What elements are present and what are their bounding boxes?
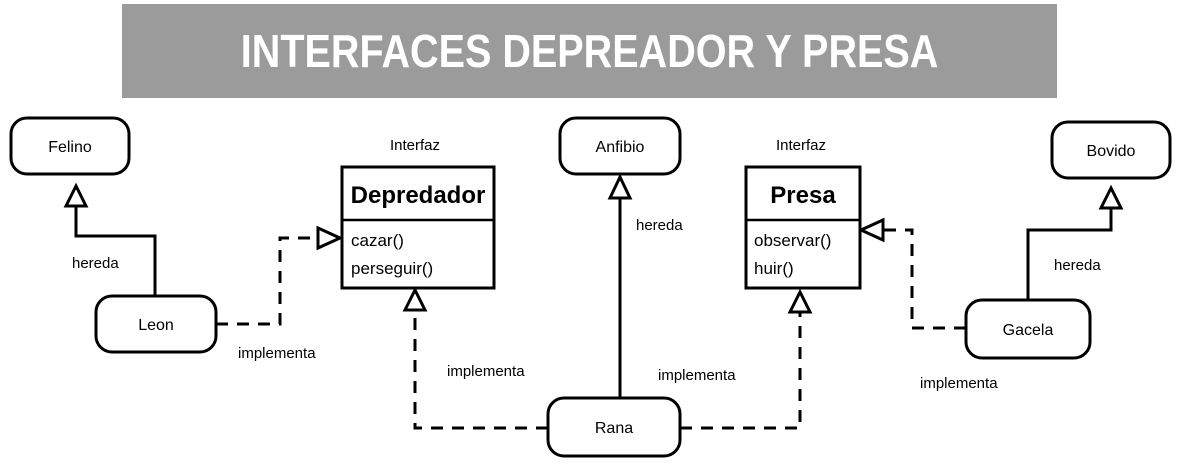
edge-leon-implementa-depredador: [216, 236, 318, 326]
edge-rana-implementa-presa: [680, 312, 802, 430]
class-gacela: Gacela: [964, 298, 1092, 360]
presa-name: Presa: [770, 182, 836, 209]
class-rana-label: Rana: [595, 420, 633, 437]
label-implementa-gacela: implementa: [920, 375, 998, 392]
class-felino: Felino: [9, 116, 131, 176]
presa-stereotype: Interfaz: [776, 137, 826, 154]
arrow-anfibio-inheritance: [607, 173, 633, 200]
diagram-title: INTERFACES DEPREADOR Y PRESA: [240, 25, 939, 77]
presa-method: observar(): [754, 231, 831, 250]
interface-depredador: Interfaz Depredador cazar() perseguir(): [340, 137, 496, 290]
edge-gacela-implementa-presa: [883, 228, 966, 330]
edge-rana-implementa-depredador: [413, 310, 548, 430]
label-hereda-leon: hereda: [72, 255, 119, 272]
label-hereda-gacela: hereda: [1054, 257, 1101, 274]
arrow-depredador-realization-left: [316, 225, 344, 251]
depredador-method: perseguir(): [351, 259, 433, 278]
class-gacela-label: Gacela: [1003, 322, 1054, 339]
label-implementa-rana-presa: implementa: [658, 367, 736, 384]
class-rana: Rana: [546, 396, 682, 458]
edge-leon-hereda-felino: [74, 206, 157, 296]
arrow-presa-realization-right: [857, 217, 885, 243]
label-implementa-rana-depredador: implementa: [447, 363, 525, 380]
class-bovido: Bovido: [1050, 120, 1172, 180]
class-anfibio: Anfibio: [558, 116, 682, 176]
label-hereda-rana: hereda: [636, 217, 683, 234]
class-anfibio-label: Anfibio: [596, 139, 645, 156]
class-leon-label: Leon: [138, 317, 174, 334]
interface-presa: Interfaz Presa observar() huir(): [744, 137, 862, 290]
presa-method: huir(): [754, 259, 794, 278]
class-bovido-label: Bovido: [1087, 143, 1136, 160]
arrow-presa-realization-bottom: [787, 288, 813, 314]
depredador-method: cazar(): [351, 231, 404, 250]
depredador-stereotype: Interfaz: [390, 137, 440, 154]
class-leon: Leon: [94, 294, 218, 354]
arrow-felino-inheritance: [63, 182, 89, 208]
edge-gacela-hereda-bovido: [1026, 208, 1113, 300]
depredador-name: Depredador: [351, 182, 486, 209]
arrow-depredador-realization-bottom: [402, 286, 428, 312]
class-felino-label: Felino: [48, 139, 92, 156]
label-implementa-leon: implementa: [238, 345, 316, 362]
arrow-bovido-inheritance: [1098, 184, 1124, 210]
title-banner: INTERFACES DEPREADOR Y PRESA: [122, 4, 1057, 98]
